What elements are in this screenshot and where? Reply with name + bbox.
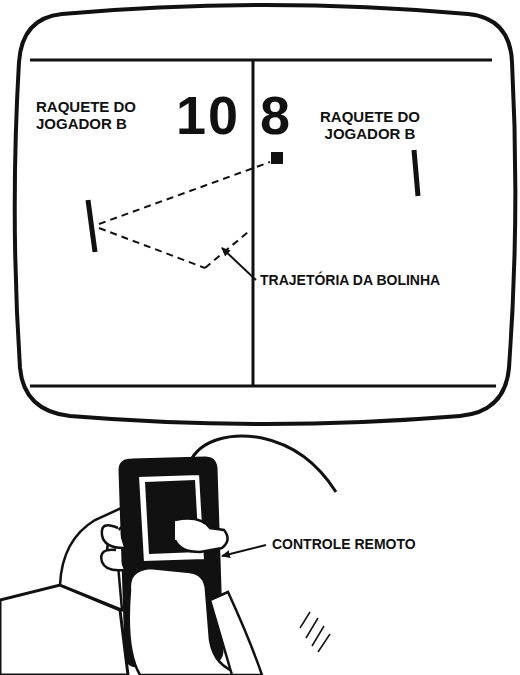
paddle-label: RAQUETE DO JOGADOR B <box>36 98 140 133</box>
left-fingers <box>101 525 124 570</box>
leader-arrow <box>222 248 256 280</box>
right-cuff <box>210 592 262 675</box>
right-thumb <box>175 519 228 552</box>
paddle-right <box>414 150 418 196</box>
shading <box>300 612 330 652</box>
ball-trajectory <box>99 162 270 268</box>
score-right: 8 <box>260 88 292 142</box>
score-left: 10 <box>176 88 240 142</box>
court-net <box>252 60 255 386</box>
leader-arrow <box>222 545 266 556</box>
court-bottom <box>30 385 496 388</box>
paddle-label: RAQUETE DO JOGADOR B <box>318 108 422 143</box>
ball <box>271 152 283 164</box>
remote-label: CONTROLE REMOTO <box>272 536 416 552</box>
tv-screen <box>15 5 516 424</box>
trajectory-label: TRAJETÓRIA DA BOLINHA <box>260 272 440 288</box>
paddle-left <box>88 200 95 252</box>
court-top <box>30 59 492 62</box>
